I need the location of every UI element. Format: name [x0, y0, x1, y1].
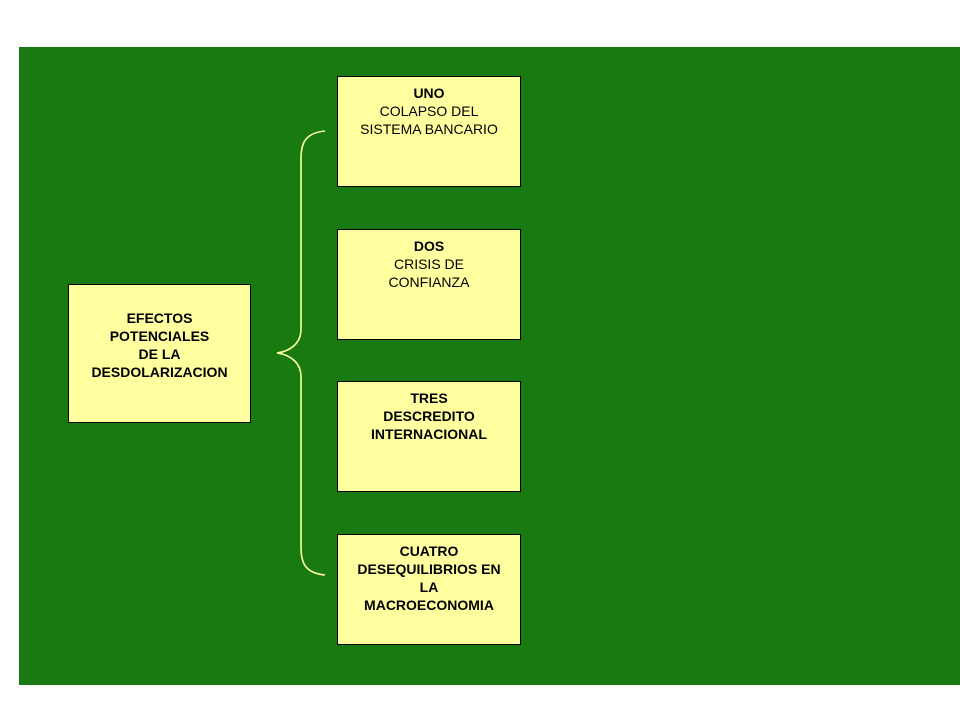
main-concept-line-3: DE LA	[138, 346, 181, 362]
main-concept-line-4: DESDOLARIZACION	[91, 364, 228, 380]
effect-heading: DOS	[413, 238, 445, 254]
effect-text-line-2: LA	[419, 579, 439, 595]
slide-background: EFECTOS POTENCIALES DE LA DESDOLARIZACIO…	[19, 47, 960, 685]
effect-box-cuatro: CUATRO DESEQUILIBRIOS EN LA MACROECONOMI…	[337, 534, 521, 645]
effect-text-line-2: SISTEMA BANCARIO	[360, 121, 498, 137]
main-concept-line-1: EFECTOS	[126, 310, 193, 326]
effect-heading: TRES	[410, 390, 448, 406]
main-concept-line-2: POTENCIALES	[109, 328, 210, 344]
effect-text-line-3: MACROECONOMIA	[364, 597, 494, 613]
effect-box-tres: TRES DESCREDITO INTERNACIONAL	[337, 381, 521, 492]
effect-box-uno: UNO COLAPSO DEL SISTEMA BANCARIO	[337, 76, 521, 187]
effect-text-line-1: DESCREDITO	[383, 408, 475, 424]
effect-text-line-2: CONFIANZA	[388, 274, 470, 290]
effect-text-line-1: CRISIS DE	[393, 256, 464, 272]
main-concept-box: EFECTOS POTENCIALES DE LA DESDOLARIZACIO…	[68, 284, 251, 423]
effect-heading: UNO	[413, 85, 445, 101]
effect-text-line-1: DESEQUILIBRIOS EN	[357, 561, 501, 577]
effect-box-dos: DOS CRISIS DE CONFIANZA	[337, 229, 521, 340]
effect-text-line-1: COLAPSO DEL	[379, 103, 479, 119]
effect-text-line-2: INTERNACIONAL	[371, 426, 487, 442]
effect-heading: CUATRO	[399, 543, 459, 559]
